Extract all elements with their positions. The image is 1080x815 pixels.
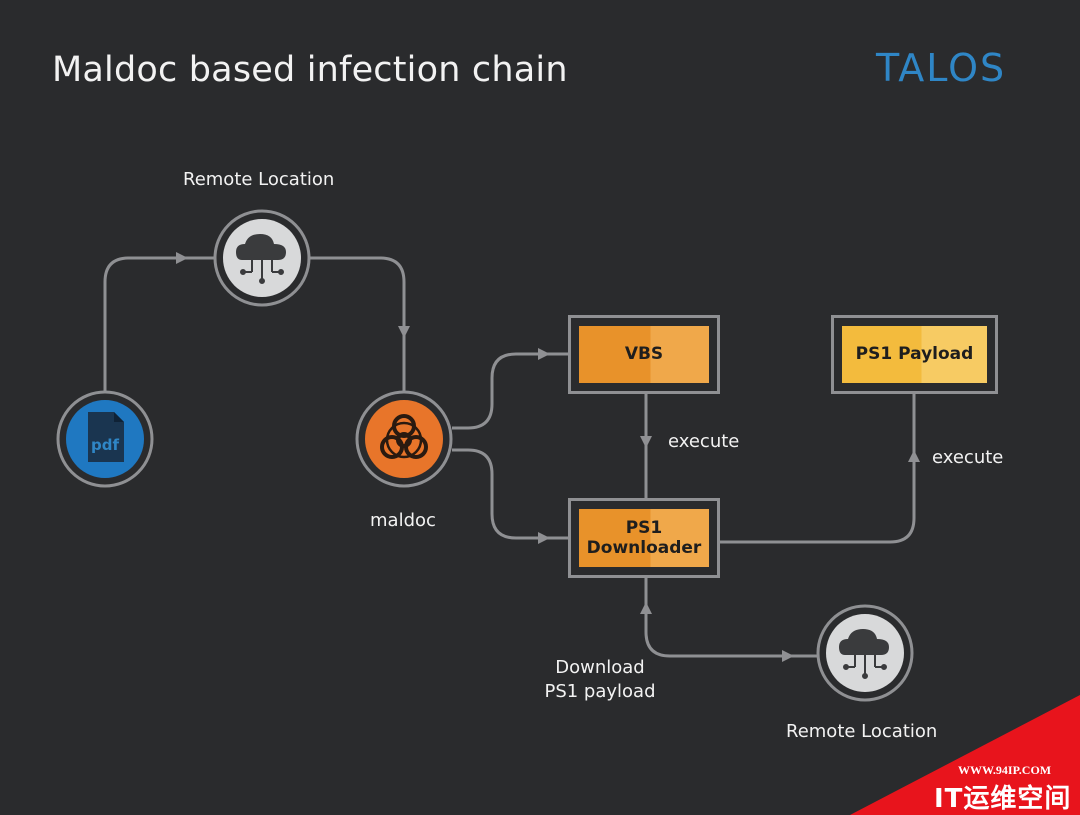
watermark-url: WWW.94IP.COM: [958, 763, 1052, 777]
arrowhead: [640, 436, 652, 448]
remote-location-bottom-label: Remote Location: [786, 721, 938, 742]
arrowhead: [908, 450, 920, 462]
download-payload-label: Download PS1 payload: [544, 657, 656, 702]
ps1-downloader-label: PS1 Downloader: [579, 509, 709, 567]
arrowhead: [538, 348, 550, 360]
pdf-file-icon: pdf: [88, 412, 124, 462]
arrowheads: [176, 252, 920, 662]
biohazard-icon: [380, 414, 428, 459]
cloud-network-icon: [839, 629, 889, 679]
connectors: [103, 256, 916, 658]
watermark-triangle: [850, 695, 1080, 815]
edge-maldoc-to-downloader: [452, 448, 568, 540]
pdf-node: pdf: [56, 390, 154, 488]
arrowhead: [538, 532, 550, 544]
arrowhead: [176, 252, 188, 264]
ps1-downloader-box: PS1 Downloader: [568, 498, 720, 578]
arrowhead: [640, 602, 652, 614]
cloud-network-icon: [236, 234, 286, 284]
watermark-text: IT运维空间: [934, 784, 1072, 814]
remote-location-bottom-node: [816, 604, 914, 702]
edge-maldoc-to-vbs: [452, 352, 568, 430]
ps1-payload-label: PS1 Payload: [842, 326, 987, 383]
maldoc-label: maldoc: [370, 510, 436, 531]
edge-downloader-to-payload: [720, 394, 916, 544]
edge-remote-to-maldoc: [308, 256, 406, 392]
execute-payload-label: execute: [932, 447, 1004, 468]
ps1-payload-box: PS1 Payload: [831, 315, 998, 394]
edge-remote-to-downloader: [644, 578, 818, 658]
talos-logo: TALOS: [876, 46, 1007, 90]
edge-pdf-to-remote: [103, 256, 215, 392]
arrowhead: [398, 326, 410, 338]
slide-title: Maldoc based infection chain: [52, 50, 568, 90]
remote-location-top-label: Remote Location: [183, 169, 335, 190]
remote-location-top-node: [213, 209, 311, 307]
execute-vbs-label: execute: [668, 431, 740, 452]
arrowhead: [782, 650, 794, 662]
vbs-box: VBS: [568, 315, 720, 394]
maldoc-node: [355, 390, 453, 488]
vbs-label: VBS: [579, 326, 709, 383]
pdf-icon-text: pdf: [91, 436, 119, 454]
